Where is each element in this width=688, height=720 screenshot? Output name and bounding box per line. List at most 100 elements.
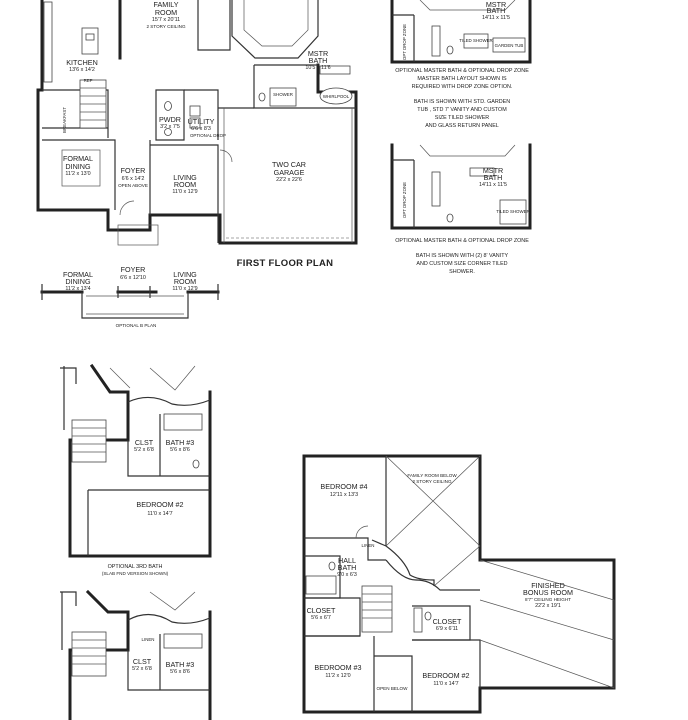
opt-master-2-toilet bbox=[446, 213, 454, 223]
bedroom4-dim: 12'11 x 13'3 bbox=[330, 492, 358, 498]
opt-3rd-bath-bedroom2-label: BEDROOM #2 bbox=[136, 500, 183, 509]
bedroom4-door-swing bbox=[355, 525, 369, 539]
opt-master-2-note: AND CUSTOM SIZE CORNER TILED bbox=[416, 261, 507, 267]
open-below-label: OPEN BELOW bbox=[377, 686, 409, 691]
hall-bath-dim: 9'0 x 6'3 bbox=[337, 572, 357, 578]
opt-master-2-drop-label: OPT DROP ZONE bbox=[402, 182, 407, 218]
second-floor-stairs bbox=[361, 585, 393, 633]
first-floor-title: FIRST FLOOR PLAN bbox=[237, 258, 334, 269]
front-porch bbox=[117, 224, 159, 246]
bedroom3-label: BEDROOM #3 bbox=[314, 663, 361, 672]
foyer-dim: 6'6 x 14'2 bbox=[122, 176, 145, 182]
opt-3rd-bath-bedroom2-dim: 11'0 x 14'7 bbox=[147, 511, 172, 517]
optional-b-foyer-dim: 6'6 x 12'10 bbox=[120, 275, 146, 281]
opt-master-1-note: REQUIRED WITH DROP ZONE OPTION. bbox=[412, 84, 513, 90]
opt-master-2-label-2: BATH bbox=[484, 173, 503, 182]
hall-bath-label: HALL bbox=[338, 556, 356, 565]
opt-master-2-note: OPTIONAL MASTER BATH & OPTIONAL DROP ZON… bbox=[395, 238, 529, 244]
closet-left-label: CLOSET bbox=[307, 606, 336, 615]
bedroom2-bath-toilet bbox=[424, 611, 432, 621]
bonus-room-label: FINISHED bbox=[531, 581, 565, 590]
opt-3rd-bath-upper bbox=[60, 366, 77, 430]
opt-master-1-ceiling bbox=[419, 0, 516, 11]
opt-master-2-label: MSTR bbox=[483, 166, 503, 175]
pwdr-label: PWDR bbox=[159, 115, 181, 124]
bonus-room-sub: 8'7" CEILING HEIGHT bbox=[525, 597, 571, 602]
optional-b-living-label: LIVING bbox=[173, 270, 197, 279]
opt-master-1-label-2: BATH bbox=[487, 6, 506, 15]
opt-master-2-tiled-shower bbox=[499, 199, 527, 225]
opt-master-2-walls bbox=[390, 143, 532, 230]
opt-3rd-bath-b-arch bbox=[127, 613, 211, 624]
opt-3rd-bath-b-partition bbox=[127, 634, 210, 691]
optional-b-dining-label-2: DINING bbox=[65, 277, 91, 286]
foyer-sub: OPEN ABOVE bbox=[118, 183, 148, 188]
opt-3rd-bath-caption-sub: (SLAB FND VERSION SHOWN) bbox=[102, 571, 169, 576]
master-toilet bbox=[258, 92, 266, 102]
utility-washer bbox=[189, 105, 201, 117]
bonus-room-label-2: BONUS ROOM bbox=[523, 588, 573, 597]
opt-3rd-bath-b-ceiling bbox=[149, 591, 196, 611]
opt-3rd-bath-tub bbox=[163, 413, 203, 431]
opt-3rd-bath-stairs bbox=[71, 419, 107, 463]
opt-3rd-bath-b-bath3-label: BATH #3 bbox=[166, 660, 195, 669]
optional-3rd-bath-plan-b: LINEN CLST 5'2 x 6'8 BATH #3 5'6 x 8'6 bbox=[60, 589, 212, 720]
opt-3rd-bath-b-bath3-dim: 5'6 x 8'6 bbox=[170, 669, 190, 675]
kitchen-island bbox=[81, 27, 99, 55]
opt-master-1-toilet bbox=[446, 45, 454, 55]
optional-b-bay bbox=[81, 292, 189, 319]
opt-master-1-tiled-shower bbox=[463, 33, 489, 49]
opt-master-2-drop-zone-wall bbox=[392, 159, 415, 228]
master-bath-label-2: BATH bbox=[309, 56, 328, 65]
closet-right-label: CLOSET bbox=[433, 617, 462, 626]
optional-b-porch bbox=[86, 295, 184, 315]
living-room-dim: 11'0 x 12'9 bbox=[172, 189, 197, 195]
open-below-wall bbox=[374, 655, 413, 712]
bedroom4-wall bbox=[304, 537, 386, 561]
garage-label: TWO CAR bbox=[272, 160, 306, 169]
opt-master-1-walls bbox=[390, 0, 532, 64]
closet-right-dim: 6'9 x 6'11 bbox=[436, 626, 458, 632]
utility-wall bbox=[184, 89, 219, 140]
opt-3rd-bath-bath3-label: BATH #3 bbox=[166, 438, 195, 447]
opt-master-1-dim: 14'11 x 11'5 bbox=[482, 15, 510, 21]
pwdr-wall bbox=[155, 89, 185, 141]
opt-master-2-ceiling bbox=[419, 144, 516, 157]
optional-drop-label: OPTIONAL DROP bbox=[190, 133, 226, 138]
opt-3rd-bath-b-stairs bbox=[71, 631, 107, 677]
whirlpool-tub bbox=[319, 87, 353, 105]
opt-master-1-garden-tub bbox=[492, 37, 526, 53]
family-room-dim: 15'7 x 20'11 bbox=[152, 17, 180, 23]
optional-master-bath-2: MSTR BATH 14'11 x 11'5 TILED SHOWER OPT … bbox=[390, 143, 532, 275]
opt-3rd-bath-caption: OPTIONAL 3RD BATH bbox=[108, 564, 163, 570]
family-room-wall bbox=[197, 0, 231, 51]
opt-master-2-shower-label: TILED SHOWER bbox=[496, 209, 529, 214]
bedroom3-wall bbox=[304, 635, 375, 712]
opt-master-1-label: MSTR bbox=[486, 0, 506, 9]
opt-3rd-bath-b-walls bbox=[68, 589, 212, 720]
garage-step bbox=[223, 108, 353, 243]
dining-wall bbox=[42, 139, 116, 210]
living-wall bbox=[150, 144, 219, 243]
formal-dining-label: FORMAL bbox=[63, 154, 93, 163]
family-room-bay bbox=[231, 0, 319, 59]
closet-left-dim: 5'6 x 6'7 bbox=[311, 615, 331, 621]
optional-b-title: OPTIONAL B PLAN bbox=[116, 323, 157, 328]
family-room-label-2: ROOM bbox=[155, 8, 177, 17]
dining-table-outline bbox=[61, 149, 101, 187]
opt-master-1-note: TUB , STD 7' VANITY AND CUSTOM bbox=[417, 107, 507, 113]
formal-dining-label-2: DINING bbox=[65, 162, 91, 171]
utility-label: UTILITY bbox=[188, 117, 215, 126]
opt-master-1-note: OPTIONAL MASTER BATH & OPTIONAL DROP ZON… bbox=[395, 68, 529, 74]
family-room-sub: 2 STORY CEILING bbox=[146, 24, 185, 29]
master-shower bbox=[269, 87, 297, 107]
bedroom2-label: BEDROOM #2 bbox=[422, 671, 469, 680]
garage-dim: 22'2 x 22'6 bbox=[276, 177, 302, 183]
opt-master-2-notes: OPTIONAL MASTER BATH & OPTIONAL DROP ZON… bbox=[395, 238, 529, 275]
living-room-label: LIVING bbox=[173, 173, 197, 182]
second-floor-linen: LINEN bbox=[362, 543, 375, 548]
opt-master-2-note: BATH IS SHOWN WITH (2) 8' VANITY bbox=[416, 253, 509, 259]
master-bath-label: MSTR bbox=[308, 49, 328, 58]
opt-master-1-garden-tub-label: GARDEN TUB bbox=[495, 43, 524, 48]
opt-3rd-bath-b-tub bbox=[163, 633, 203, 649]
